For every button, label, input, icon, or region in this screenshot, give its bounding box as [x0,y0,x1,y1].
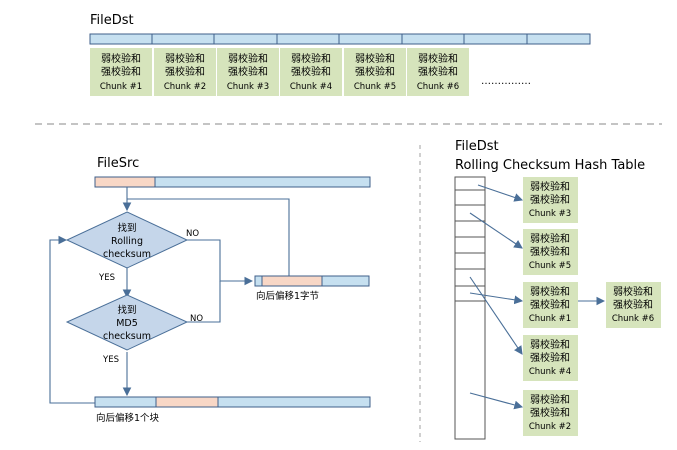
decision-rolling-checksum: 找到 Rolling checksum [65,211,189,269]
chunk-line2: 强校验和 [355,65,395,78]
no-label-2: NO [190,314,203,324]
hash-chained-chunk-6: 弱校验和 强校验和 Chunk #6 [606,282,661,328]
chunk-line1: 弱校验和 [228,52,268,65]
top-chunk-6: 弱校验和 强校验和 Chunk #6 [407,48,469,96]
chunk-name: Chunk #4 [290,82,332,92]
entry-line2: 强校验和 [530,406,570,419]
chunk-name: Chunk #1 [100,82,142,92]
left-title: FileSrc [97,156,139,171]
no-label-1: NO [186,229,199,239]
decision2-line2: MD5 [116,318,138,329]
hash-entry-chunk-1: 弱校验和 强校验和 Chunk #1 [523,282,578,328]
entry-line2: 强校验和 [530,298,570,311]
decision1-line1: 找到 [117,222,136,234]
chained-name: Chunk #6 [612,314,654,324]
shift-byte-label: 向后偏移1字节 [256,290,319,302]
chunk-name: Chunk #6 [417,82,459,92]
chained-line1: 弱校验和 [613,285,653,298]
right-title: FileDst [455,139,499,154]
chunk-line2: 强校验和 [291,65,331,78]
yes-label-1: YES [98,273,115,283]
chunk-name: Chunk #3 [227,82,269,92]
chunk-line1: 弱校验和 [165,52,205,65]
entry-name: Chunk #2 [529,422,571,432]
hash-table [454,176,486,440]
filedst-bar [89,33,591,45]
chunk-line1: 弱校验和 [291,52,331,65]
chunk-name: Chunk #2 [164,82,206,92]
entry-line1: 弱校验和 [530,338,570,351]
chained-line2: 强校验和 [613,298,653,311]
chunk-line2: 强校验和 [418,65,458,78]
chunk-line1: 弱校验和 [418,52,458,65]
top-chunk-5: 弱校验和 强校验和 Chunk #5 [344,48,406,96]
decision1-line3: checksum [103,249,151,260]
entry-line1: 弱校验和 [530,393,570,406]
top-chunk-4: 弱校验和 强校验和 Chunk #4 [280,48,342,96]
decision1-line2: Rolling [111,236,143,247]
entry-name: Chunk #1 [529,314,571,324]
flow-lines [49,187,290,404]
chunk-name: Chunk #5 [354,82,396,92]
entry-line1: 弱校验和 [530,180,570,193]
entry-line1: 弱校验和 [530,285,570,298]
entry-name: Chunk #3 [529,209,571,219]
entry-line2: 强校验和 [530,245,570,258]
entry-name: Chunk #4 [529,367,571,377]
yes-label-2: YES [102,355,119,365]
entry-line2: 强校验和 [530,193,570,206]
chunk-line1: 弱校验和 [355,52,395,65]
top-chunk-2: 弱校验和 强校验和 Chunk #2 [154,48,216,96]
right-subtitle: Rolling Checksum Hash Table [455,158,645,173]
chunk-line2: 强校验和 [228,65,268,78]
chunk-line2: 强校验和 [101,65,141,78]
entry-line2: 强校验和 [530,351,570,364]
chunk-line2: 强校验和 [165,65,205,78]
entry-name: Chunk #5 [529,261,571,271]
hash-entry-chunk-3: 弱校验和 强校验和 Chunk #3 [523,177,578,223]
shift-block-bar [94,396,371,408]
hash-entry-chunk-5: 弱校验和 强校验和 Chunk #5 [523,229,578,275]
shift-byte-bar [254,275,370,287]
chunk-line1: 弱校验和 [101,52,141,65]
hash-entry-chunk-2: 弱校验和 强校验和 Chunk #2 [523,390,578,436]
top-chunk-3: 弱校验和 强校验和 Chunk #3 [217,48,279,96]
top-ellipsis: …………… [481,76,531,87]
decision2-line1: 找到 [117,304,136,316]
top-chunk-1: 弱校验和 强校验和 Chunk #1 [90,48,152,96]
hash-pointers [469,184,606,410]
decision-md5-checksum: 找到 MD5 checksum [65,294,189,351]
decision2-line3: checksum [103,331,151,342]
filesrc-bar [94,176,371,188]
top-title: FileDst [90,13,134,28]
hash-entry-chunk-4: 弱校验和 强校验和 Chunk #4 [523,335,578,381]
shift-block-label: 向后偏移1个块 [96,412,160,424]
entry-line1: 弱校验和 [530,232,570,245]
